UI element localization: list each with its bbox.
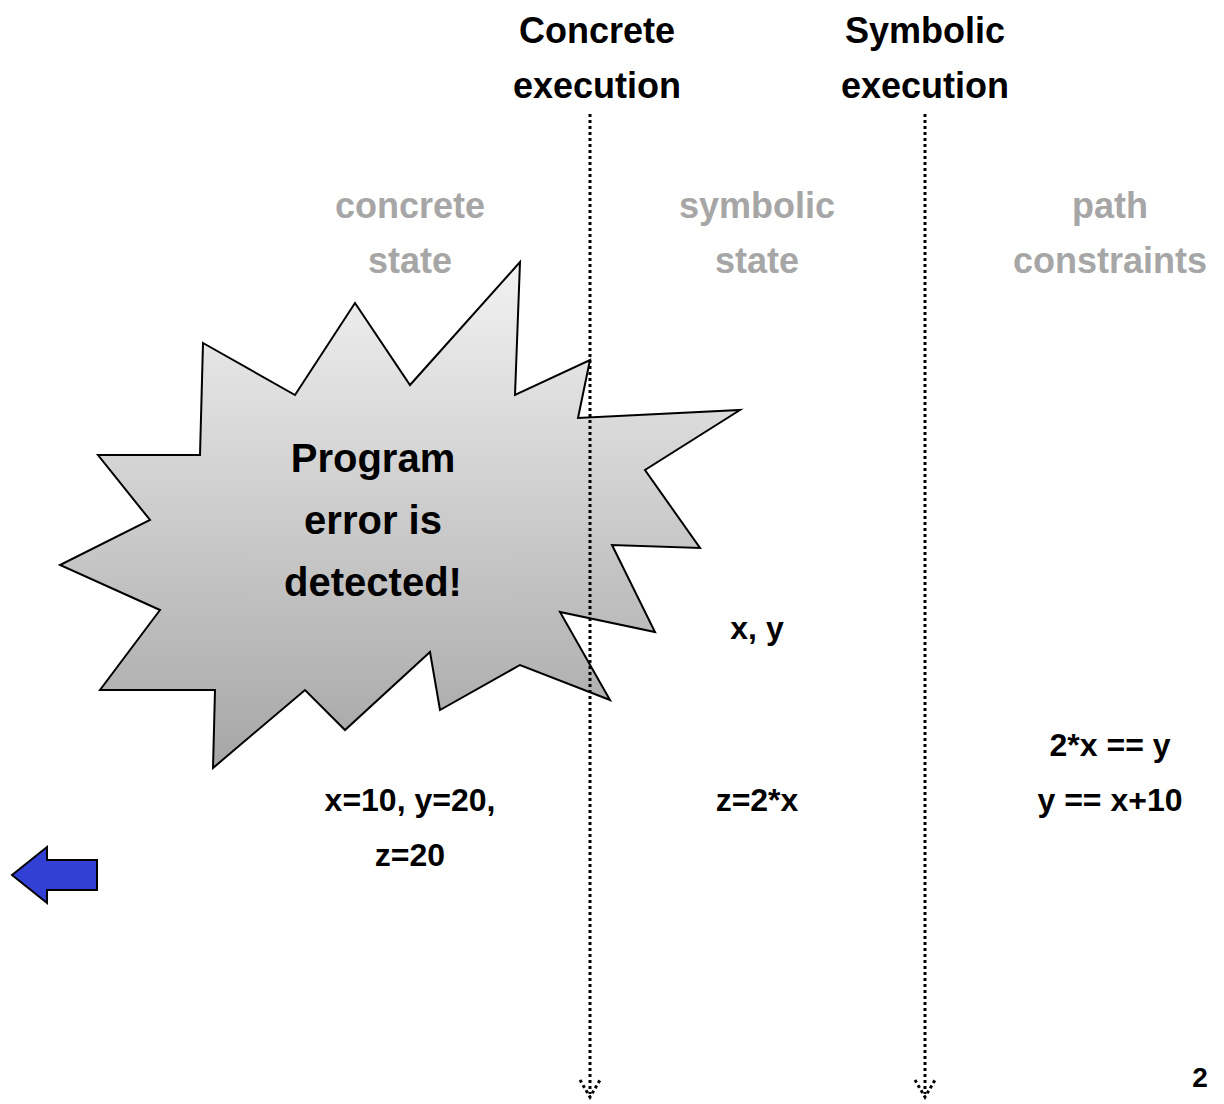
symbolic-value: x, y <box>657 601 857 656</box>
column-subheader: symbolic state <box>647 178 867 288</box>
error-starburst: Program error is detected! <box>55 258 745 773</box>
symbolic-value: z=2*x <box>657 773 857 828</box>
column-header: Concrete execution <box>472 3 722 113</box>
path-constraint: 2*x == y <box>1003 718 1218 773</box>
timeline-arrowhead <box>580 1080 600 1097</box>
page-number: 2 <box>1180 1061 1220 1095</box>
column-header: Symbolic execution <box>800 3 1050 113</box>
column-subheader: concrete state <box>300 178 520 288</box>
column-subheader: path constraints <box>1003 178 1218 288</box>
concrete-value: x=10, y=20, z=20 <box>295 773 525 883</box>
back-arrow <box>12 847 97 903</box>
starburst-shape <box>60 262 740 768</box>
error-message: Program error is detected! <box>258 427 488 613</box>
symbolic-timeline <box>924 114 927 1094</box>
path-constraint: y == x+10 <box>1003 773 1218 828</box>
timeline-arrowhead <box>915 1080 935 1097</box>
